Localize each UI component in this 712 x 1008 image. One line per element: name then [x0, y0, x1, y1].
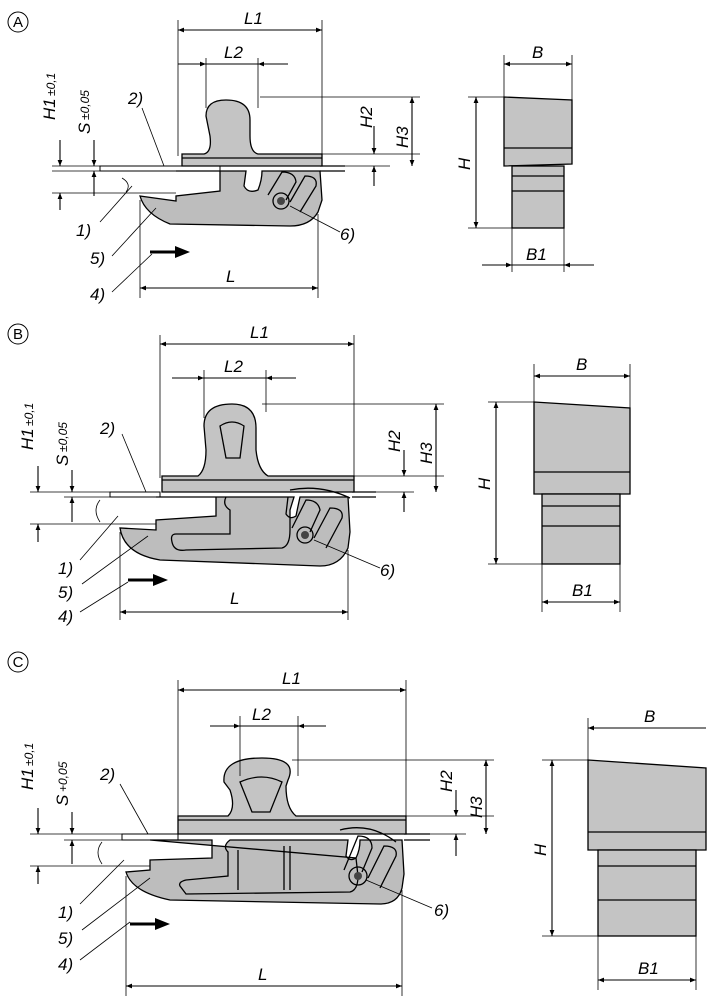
figure-c-letter-circle — [7, 651, 29, 673]
figure-c-side-view: L1 L2 H2 H3 H1 ±0,1 S — [18, 669, 494, 996]
dim-b1-label: B1 — [572, 581, 593, 600]
dim-h1-tol: ±0,1 — [22, 403, 36, 426]
dim-h1-tol: ±0,1 — [44, 73, 58, 96]
callout-6: 6) — [434, 901, 449, 920]
callout-6: 6) — [380, 561, 395, 580]
callout-4: 4) — [58, 607, 73, 626]
dim-s-tol: ±0,05 — [56, 422, 70, 452]
spring — [291, 499, 343, 549]
dim-h-label: H — [475, 477, 494, 490]
callout-2: 2) — [99, 765, 115, 784]
callout-5: 5) — [58, 583, 73, 602]
dim-l-label: L — [230, 589, 239, 608]
dim-h-label: H — [531, 843, 550, 856]
dim-h2-label: H2 — [437, 770, 456, 792]
dim-b-label: B — [532, 43, 543, 62]
dim-b1-label: B1 — [638, 959, 659, 978]
figure-a-side-view: L1 L2 H2 H3 H1 ±0,1 S — [40, 9, 420, 304]
callout-2: 2) — [99, 419, 115, 438]
dim-h3-label: H3 — [417, 442, 436, 464]
dim-s-label: S — [75, 122, 94, 134]
dim-l-label: L — [258, 965, 267, 984]
knob — [161, 403, 355, 493]
dim-b1-label: B1 — [526, 245, 547, 264]
panel-plate — [109, 491, 161, 498]
knob — [181, 99, 323, 167]
dim-h1-label: H1 — [18, 428, 37, 450]
dim-l-label: L — [226, 267, 235, 286]
dim-l2-label: L2 — [224, 357, 243, 376]
dim-l2-label: L2 — [252, 705, 271, 724]
callout-6: 6) — [340, 225, 355, 244]
callout-5: 5) — [90, 249, 105, 268]
dim-h-label: H — [455, 157, 474, 170]
latch-body — [139, 170, 323, 227]
callout-1: 1) — [76, 221, 91, 240]
dim-h1-label: H1 — [40, 98, 59, 120]
figure-c-front-view: B H B1 — [531, 707, 707, 990]
dim-s-tol: ±0,05 — [78, 90, 92, 120]
spring — [267, 171, 317, 213]
figure-c-letter: C — [13, 654, 24, 671]
figure-c: C L1 — [7, 651, 707, 996]
dim-l2-label: L2 — [224, 43, 243, 62]
figure-a-front-view: B H B1 — [455, 43, 594, 272]
dim-l1-label: L1 — [244, 9, 263, 28]
dim-h1-label: H1 — [18, 768, 37, 790]
figure-a-letter: A — [13, 14, 23, 31]
panel-plate — [99, 165, 221, 172]
figure-b: B L1 — [7, 323, 631, 626]
dim-l1-label: L1 — [250, 323, 269, 342]
callout-4: 4) — [90, 285, 105, 304]
callout-4: 4) — [58, 955, 73, 974]
figure-b-front-view: B H B1 — [475, 355, 631, 612]
dim-h2-label: H2 — [385, 430, 404, 452]
dim-h3-label: H3 — [467, 796, 486, 818]
callout-1: 1) — [58, 903, 73, 922]
dim-s-label: S — [53, 454, 72, 466]
dim-h1-tol: ±0,1 — [22, 743, 36, 766]
dim-s-label: S — [53, 794, 72, 806]
knob — [177, 757, 407, 835]
dim-b-label: B — [644, 707, 655, 726]
figure-b-letter-circle — [7, 323, 29, 345]
figure-a: A L1 — [7, 9, 594, 304]
dim-s-tol: +0,05 — [56, 761, 70, 792]
spring — [343, 835, 397, 889]
dim-h2-label: H2 — [357, 106, 376, 128]
figure-b-side-view: L1 L2 H2 H3 H1 ±0,1 S — [18, 323, 444, 626]
callout-1: 1) — [58, 559, 73, 578]
latch-body — [125, 839, 405, 905]
callout-2: 2) — [127, 89, 143, 108]
figure-b-letter: B — [13, 326, 23, 343]
dim-l1-label: L1 — [282, 669, 301, 688]
callout-5: 5) — [58, 929, 73, 948]
latch-body — [119, 496, 351, 567]
figure-a-letter-circle — [7, 11, 29, 33]
dim-h3-label: H3 — [393, 126, 412, 148]
panel-plate — [121, 833, 179, 841]
dim-b-label: B — [576, 355, 587, 374]
